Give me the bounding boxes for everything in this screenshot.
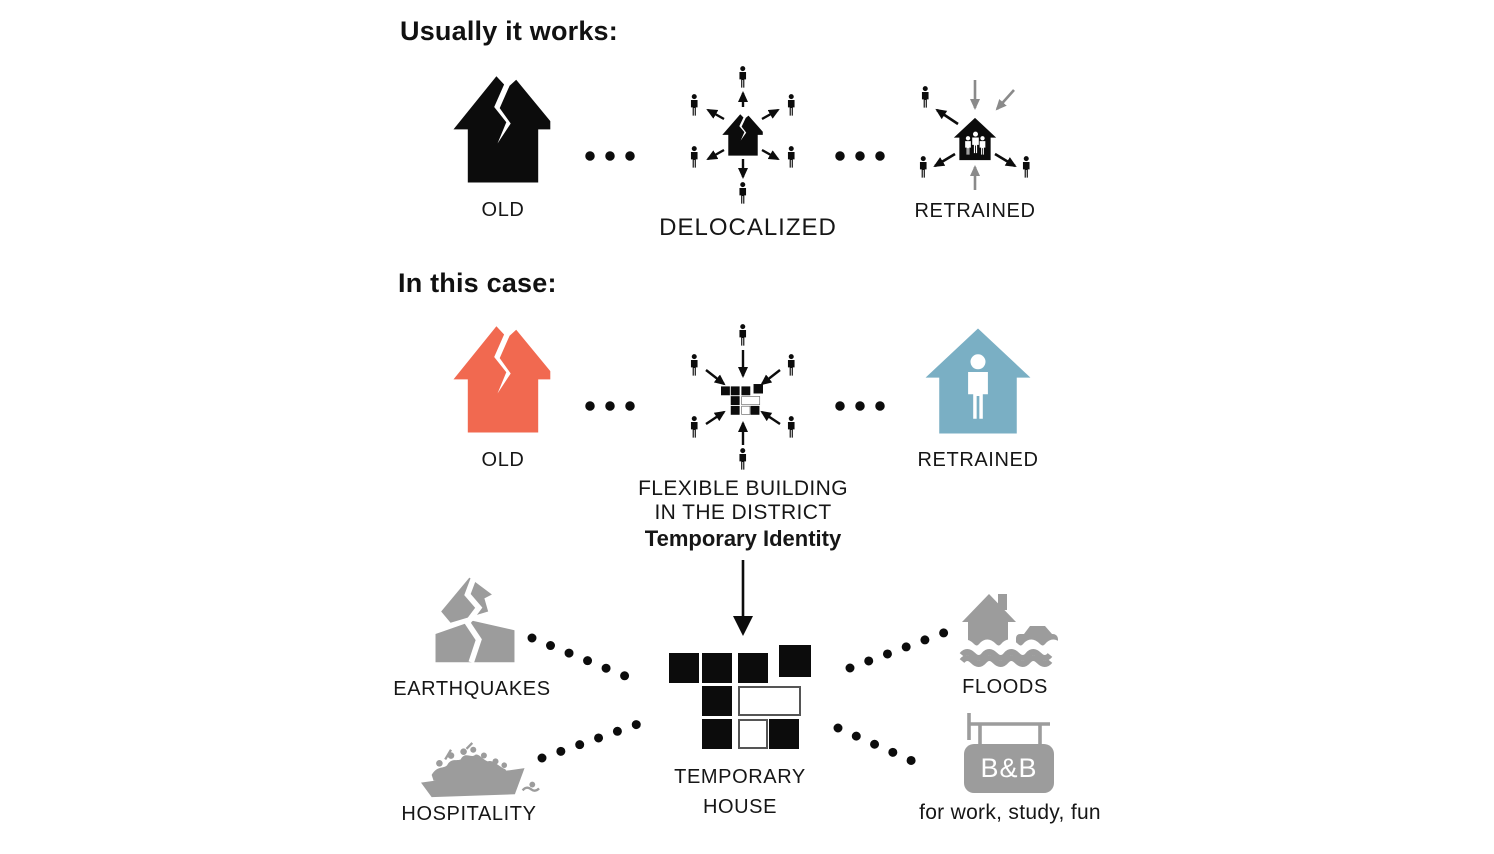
dots-connector <box>835 401 905 411</box>
flood-house-car-icon <box>957 594 1062 667</box>
inward-arrows <box>970 80 1015 190</box>
inward-arrows <box>705 350 781 445</box>
caption-line2: IN THE DISTRICT <box>654 501 832 524</box>
section-title-case: In this case: <box>398 268 557 298</box>
floods-label: FLOODS <box>962 676 1048 698</box>
person-icon <box>690 146 698 168</box>
section-title-usually: Usually it works: <box>400 16 618 46</box>
person-icon <box>690 354 698 376</box>
person-icon <box>787 416 795 438</box>
earthquakes-label: EARTHQUAKES <box>393 678 551 700</box>
bnb-sign-text: B&B <box>964 744 1054 793</box>
person-icon <box>787 94 795 116</box>
dots-connector-diagonal <box>845 627 951 673</box>
temporary-house-label-line1: TEMPORARY <box>674 766 806 788</box>
pixel-building-icon <box>669 645 811 750</box>
broken-house-icon <box>722 114 763 156</box>
person-icon <box>739 66 747 88</box>
person-icon <box>690 416 698 438</box>
bnb-caption: for work, study, fun <box>919 801 1101 824</box>
dots-connector-diagonal <box>537 719 643 763</box>
dots-connector <box>585 151 655 161</box>
dots-connector <box>835 151 905 161</box>
person-icon <box>921 86 929 108</box>
old-label: OLD <box>481 199 525 221</box>
caption-line1: FLEXIBLE BUILDING <box>638 477 848 500</box>
delocalized-cluster <box>690 66 795 204</box>
refugee-boat-icon <box>421 742 540 798</box>
person-icon <box>690 94 698 116</box>
outward-arrows <box>933 108 1017 168</box>
pixel-building-icon <box>721 384 763 416</box>
person-icon <box>739 324 747 346</box>
flexible-building-cluster <box>690 324 795 470</box>
dots-connector-diagonal <box>527 633 635 683</box>
broken-house-orange-icon <box>448 318 558 436</box>
person-icon <box>787 354 795 376</box>
dots-connector-diagonal <box>833 723 933 773</box>
person-icon <box>919 156 927 178</box>
retrained-cluster <box>919 80 1030 190</box>
flexible-building-caption: FLEXIBLE BUILDING IN THE DISTRICT Tempor… <box>608 477 878 552</box>
person-icon <box>1022 156 1030 178</box>
old-label: OLD <box>481 449 525 471</box>
temporary-house-label-line2: HOUSE <box>702 796 778 818</box>
bnb-sign-icon: B&B <box>962 710 1058 796</box>
person-icon <box>739 182 747 204</box>
earthquake-house-icon <box>435 577 515 664</box>
caption-line3: Temporary Identity <box>644 526 842 551</box>
retrained-label: RETRAINED <box>917 449 1039 471</box>
down-arrow <box>733 560 753 636</box>
person-icon <box>739 448 747 470</box>
sign-bracket <box>967 713 1050 745</box>
hospitality-label: HOSPITALITY <box>401 803 537 825</box>
house-person-icon <box>925 328 1031 434</box>
person-icon <box>787 146 795 168</box>
outward-arrows <box>706 91 780 179</box>
delocalized-label: DELOCALIZED <box>659 214 837 241</box>
retrained-label: RETRAINED <box>914 200 1036 222</box>
dots-connector <box>585 401 655 411</box>
broken-house-icon <box>448 68 558 186</box>
